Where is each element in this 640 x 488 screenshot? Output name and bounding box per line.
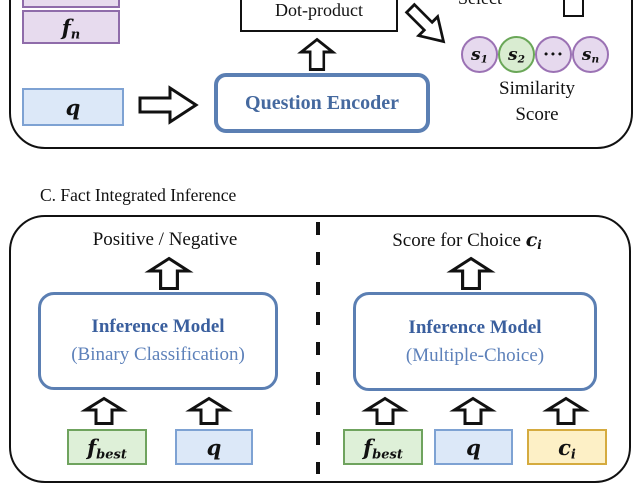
fact-box-fn: fn xyxy=(22,10,120,44)
question-box-top: q xyxy=(22,88,124,126)
q-label-right: q xyxy=(466,434,481,460)
up-arrow-icon xyxy=(185,396,233,425)
fact-selection-panel xyxy=(9,0,633,149)
up-arrow-icon xyxy=(361,396,409,425)
dots-label: ··· xyxy=(543,44,564,65)
score-circle-sn: sn xyxy=(572,36,609,73)
inference-model-multichoice-box: Inference Model (Multiple-Choice) xyxy=(353,292,597,391)
q-label-left: q xyxy=(206,434,222,460)
fact-box-partial xyxy=(22,0,120,8)
similarity-score-caption: Similarity Score xyxy=(499,78,575,125)
dot-product-label: Dot-product xyxy=(275,0,363,20)
up-arrow-icon xyxy=(144,256,194,290)
panel-c-title: C. Fact Integrated Inference xyxy=(40,185,237,205)
score-circle-s2: s2 xyxy=(498,36,535,73)
q-box-left: q xyxy=(175,429,253,465)
select-arrow-tail xyxy=(563,0,584,17)
s1-label: s1 xyxy=(471,44,488,66)
fbest-box-right: fbest xyxy=(343,429,423,465)
score-circle-s1: s1 xyxy=(461,36,498,73)
q-box-right: q xyxy=(434,429,513,465)
score-circle-dots: ··· xyxy=(535,36,572,73)
left-output-label: Positive / Negative xyxy=(92,229,238,250)
fbest-box-left: fbest xyxy=(67,429,147,465)
s2-label: s2 xyxy=(508,44,525,66)
right-model-type: (Multiple-Choice) xyxy=(405,344,545,366)
right-model-name: Inference Model xyxy=(408,316,542,338)
inference-model-binary-box: Inference Model (Binary Classification) xyxy=(38,292,278,390)
up-arrow-icon xyxy=(449,396,497,425)
left-model-name: Inference Model xyxy=(91,316,225,337)
sn-label: sn xyxy=(581,44,600,66)
fact-integrated-inference-panel xyxy=(9,215,631,483)
question-encoder-label: Question Encoder xyxy=(245,91,399,114)
up-arrow-icon xyxy=(297,37,337,71)
fbest-label-left: fbest xyxy=(87,434,127,462)
diagonal-arrow-icon xyxy=(404,2,446,44)
up-arrow-icon xyxy=(80,396,128,425)
fbest-label-right: fbest xyxy=(363,434,403,462)
select-label: Select xyxy=(458,0,502,9)
fn-label: fn xyxy=(61,14,81,42)
up-arrow-icon xyxy=(542,396,590,425)
ci-box-right: ci xyxy=(527,429,607,465)
up-arrow-icon xyxy=(446,256,496,290)
right-arrow-icon xyxy=(138,85,199,125)
dashed-divider xyxy=(316,222,320,474)
question-encoder-box: Question Encoder xyxy=(214,73,430,133)
dot-product-box: Dot-product xyxy=(240,0,398,32)
q-label-top: q xyxy=(65,94,81,120)
left-model-type: (Binary Classification) xyxy=(71,344,245,365)
ci-label-right: ci xyxy=(558,434,576,462)
right-output-label: Score for Choice ci xyxy=(392,229,542,252)
